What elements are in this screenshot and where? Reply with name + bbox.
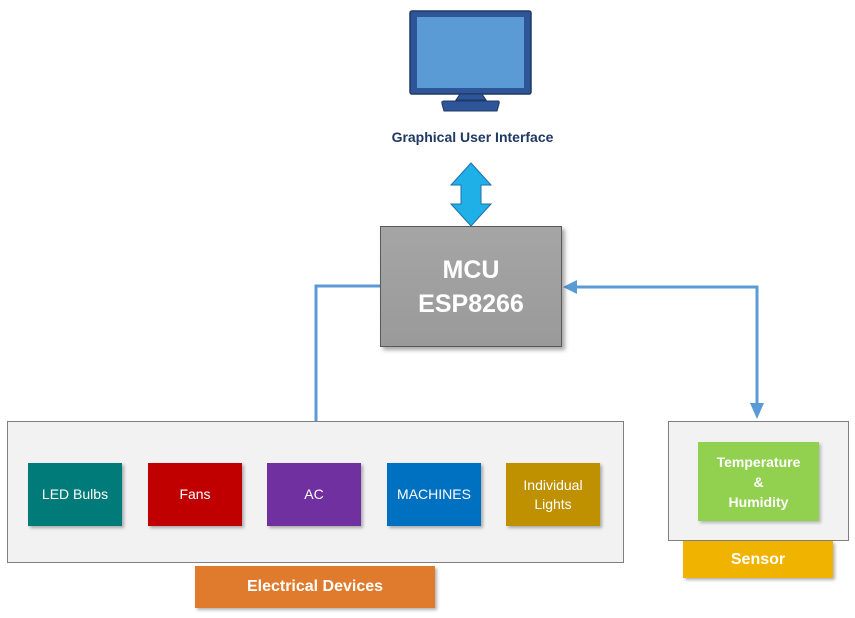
device-individual-lights: Individual Lights — [506, 463, 600, 526]
sensor-line-1: Temperature — [716, 453, 801, 470]
sensor-line-3: Humidity — [728, 493, 789, 510]
sensor-tag: Sensor — [683, 541, 833, 578]
electrical-devices-tag: Electrical Devices — [195, 566, 435, 608]
temperature-humidity-sensor: Temperature & Humidity — [698, 442, 819, 521]
sensor-line-2: & — [753, 473, 764, 490]
mcu-model: ESP8266 — [418, 289, 524, 318]
double-arrow-icon — [449, 162, 493, 227]
device-fans: Fans — [148, 463, 242, 526]
mcu-block: MCU ESP8266 — [380, 226, 562, 347]
sensor-connector — [563, 280, 764, 419]
device-ac: AC — [267, 463, 361, 526]
device-led-bulbs: LED Bulbs — [28, 463, 122, 526]
mcu-title: MCU — [442, 255, 500, 284]
device-machines: MACHINES — [387, 463, 481, 526]
gui-label: Graphical User Interface — [391, 129, 554, 145]
monitor-icon — [409, 10, 532, 112]
